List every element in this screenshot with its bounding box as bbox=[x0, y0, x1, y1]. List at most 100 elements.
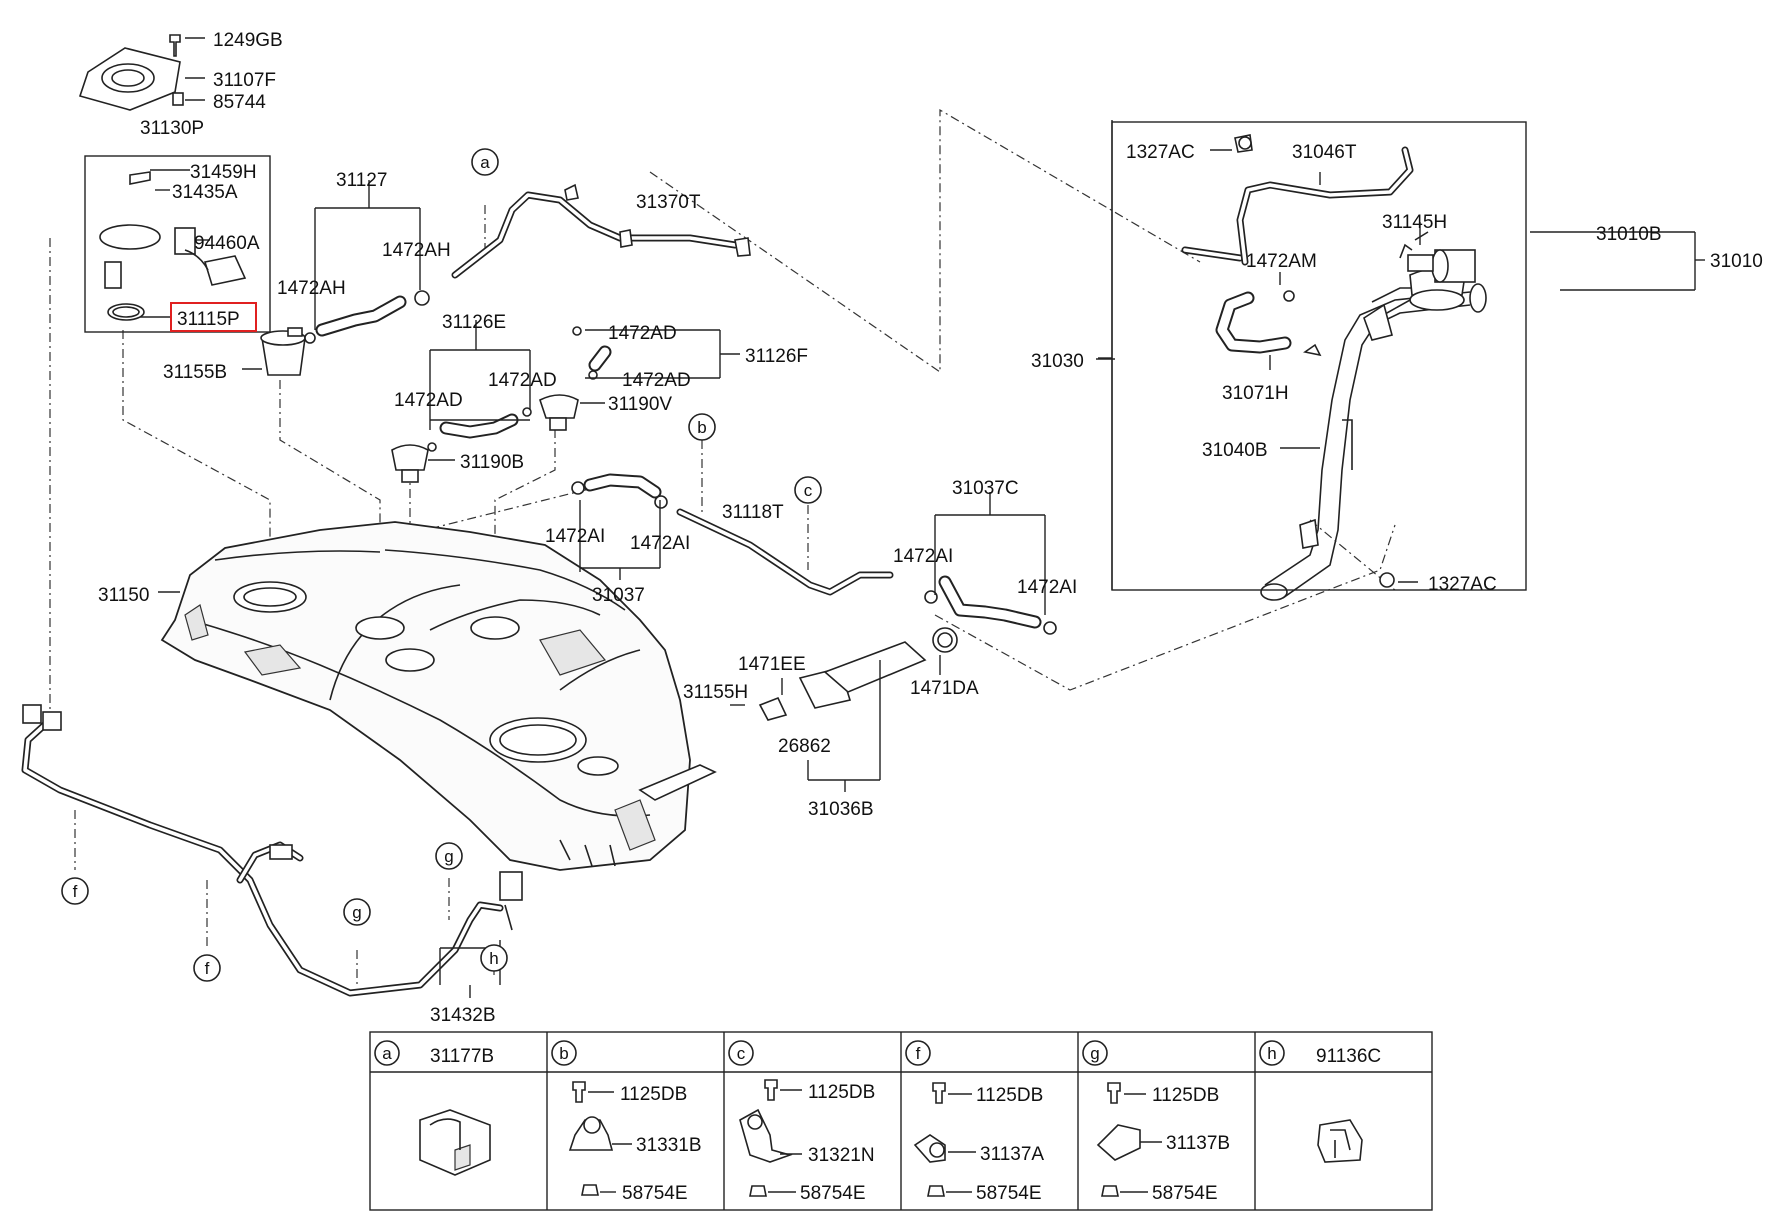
label-1327AC-b: 1327AC bbox=[1428, 574, 1497, 595]
legend-cell-b: b 1125DB 31331B 58754E bbox=[551, 1040, 702, 1204]
legend-cell-a: a 31177B bbox=[374, 1040, 494, 1176]
label-31071H: 31071H bbox=[1222, 383, 1289, 404]
callout-f1: f bbox=[61, 877, 89, 905]
label-31046T: 31046T bbox=[1292, 142, 1357, 163]
legend-b-part3: 58754E bbox=[622, 1183, 688, 1204]
legend-g-part3: 58754E bbox=[1152, 1183, 1218, 1204]
label-1472AH-a: 1472AH bbox=[277, 278, 346, 299]
label-31030: 31030 bbox=[1031, 351, 1084, 372]
label-1472AI-d: 1472AI bbox=[1017, 577, 1077, 598]
label-1472AD-b: 1472AD bbox=[488, 370, 557, 391]
label-1471EE: 1471EE bbox=[738, 654, 806, 675]
callout-h: h bbox=[480, 944, 508, 972]
svg-text:g: g bbox=[352, 903, 361, 922]
pump-module-group bbox=[78, 34, 271, 333]
svg-text:a: a bbox=[382, 1044, 392, 1063]
svg-text:f: f bbox=[916, 1044, 921, 1063]
fuel-filter-31155B bbox=[260, 327, 306, 376]
label-31037: 31037 bbox=[592, 585, 645, 606]
part-labels: 1249GB 31107F 85744 31130P 31459H 31435A… bbox=[98, 30, 1763, 1026]
label-31115P: 31115P bbox=[177, 309, 240, 330]
svg-text:h: h bbox=[1267, 1044, 1276, 1063]
svg-text:c: c bbox=[737, 1044, 746, 1063]
callout-a: a bbox=[471, 148, 499, 176]
wire-harness bbox=[21, 704, 523, 997]
label-31370T: 31370T bbox=[636, 192, 701, 213]
callout-f2: f bbox=[193, 954, 221, 982]
label-31127: 31127 bbox=[336, 170, 387, 191]
label-1472AD-a: 1472AD bbox=[608, 323, 677, 344]
svg-text:b: b bbox=[559, 1044, 568, 1063]
svg-text:g: g bbox=[444, 847, 453, 866]
label-1472AD-c: 1472AD bbox=[622, 370, 691, 391]
label-31150: 31150 bbox=[98, 585, 149, 606]
legend-f-part1: 1125DB bbox=[976, 1085, 1043, 1106]
legend-f-part2: 31137A bbox=[980, 1144, 1044, 1165]
label-85744: 85744 bbox=[213, 92, 266, 113]
legend-table: a 31177B b 1125DB 31331B 58754E c bbox=[369, 1031, 1433, 1211]
legend-b-part1: 1125DB bbox=[620, 1084, 687, 1105]
label-26862: 26862 bbox=[778, 736, 831, 757]
label-1472AD-d: 1472AD bbox=[394, 390, 463, 411]
label-1472AI-a: 1472AI bbox=[545, 526, 605, 547]
filler-group-box bbox=[1111, 121, 1527, 591]
callouts: a b c f f g g h bbox=[61, 148, 822, 982]
legend-cell-h: h 91136C bbox=[1259, 1040, 1381, 1163]
fuel-tank bbox=[160, 521, 691, 871]
label-31435A: 31435A bbox=[172, 182, 238, 203]
svg-text:c: c bbox=[804, 481, 813, 500]
misc-parts bbox=[304, 134, 1476, 801]
label-31118T: 31118T bbox=[722, 502, 784, 523]
legend-c-part3: 58754E bbox=[800, 1183, 866, 1204]
label-1327AC-a: 1327AC bbox=[1126, 142, 1195, 163]
callout-b: b bbox=[688, 413, 716, 441]
label-1471DA: 1471DA bbox=[910, 678, 979, 699]
label-31155H: 31155H bbox=[683, 682, 748, 703]
legend-cell-g: g 1125DB 31137B 58754E bbox=[1082, 1040, 1230, 1204]
label-31037C: 31037C bbox=[952, 478, 1019, 499]
label-31155B: 31155B bbox=[163, 362, 227, 383]
label-1249GB: 1249GB bbox=[213, 30, 283, 51]
label-31010B: 31010B bbox=[1596, 224, 1662, 245]
legend-b-part2: 31331B bbox=[636, 1135, 702, 1156]
label-1472AI-b: 1472AI bbox=[630, 533, 690, 554]
label-1472AI-c: 1472AI bbox=[893, 546, 953, 567]
label-31432B: 31432B bbox=[430, 1005, 496, 1026]
label-31107F: 31107F bbox=[213, 70, 276, 91]
legend-header-a: 31177B bbox=[430, 1046, 494, 1067]
highlight-box-31115P bbox=[170, 302, 257, 332]
svg-text:a: a bbox=[480, 153, 490, 172]
label-31459H: 31459H bbox=[190, 162, 257, 183]
svg-text:f: f bbox=[73, 882, 78, 901]
legend-c-part1: 1125DB bbox=[808, 1082, 875, 1103]
svg-text:b: b bbox=[697, 418, 706, 437]
legend-f-part3: 58754E bbox=[976, 1183, 1042, 1204]
legend-g-part1: 1125DB bbox=[1152, 1085, 1219, 1106]
label-94460A: 94460A bbox=[194, 233, 260, 254]
svg-text:h: h bbox=[489, 949, 498, 968]
label-31130P: 31130P bbox=[140, 118, 204, 139]
label-31145H: 31145H bbox=[1382, 212, 1447, 233]
hoses bbox=[315, 146, 1414, 629]
valves-31190 bbox=[391, 394, 579, 483]
legend-cell-f: f 1125DB 31137A 58754E bbox=[905, 1040, 1044, 1204]
svg-text:g: g bbox=[1090, 1044, 1099, 1063]
callout-g2: g bbox=[343, 898, 371, 926]
legend-g-part2: 31137B bbox=[1166, 1133, 1230, 1154]
callout-c: c bbox=[794, 476, 822, 504]
svg-text:f: f bbox=[205, 959, 210, 978]
filler-neck-31040B bbox=[1260, 283, 1487, 601]
label-31040B: 31040B bbox=[1202, 440, 1268, 461]
label-31190B: 31190B bbox=[460, 452, 524, 473]
label-31126F: 31126F bbox=[745, 346, 808, 367]
label-31036B: 31036B bbox=[808, 799, 874, 820]
label-31190V: 31190V bbox=[608, 394, 672, 415]
callout-g1: g bbox=[435, 842, 463, 870]
legend-cell-c: c 1125DB 31321N 58754E bbox=[728, 1040, 875, 1204]
label-1472AM: 1472AM bbox=[1246, 251, 1317, 272]
legend-header-h: 91136C bbox=[1316, 1046, 1381, 1067]
label-31126E: 31126E bbox=[442, 312, 506, 333]
label-1472AH-b: 1472AH bbox=[382, 240, 451, 261]
legend-c-part2: 31321N bbox=[808, 1145, 875, 1166]
